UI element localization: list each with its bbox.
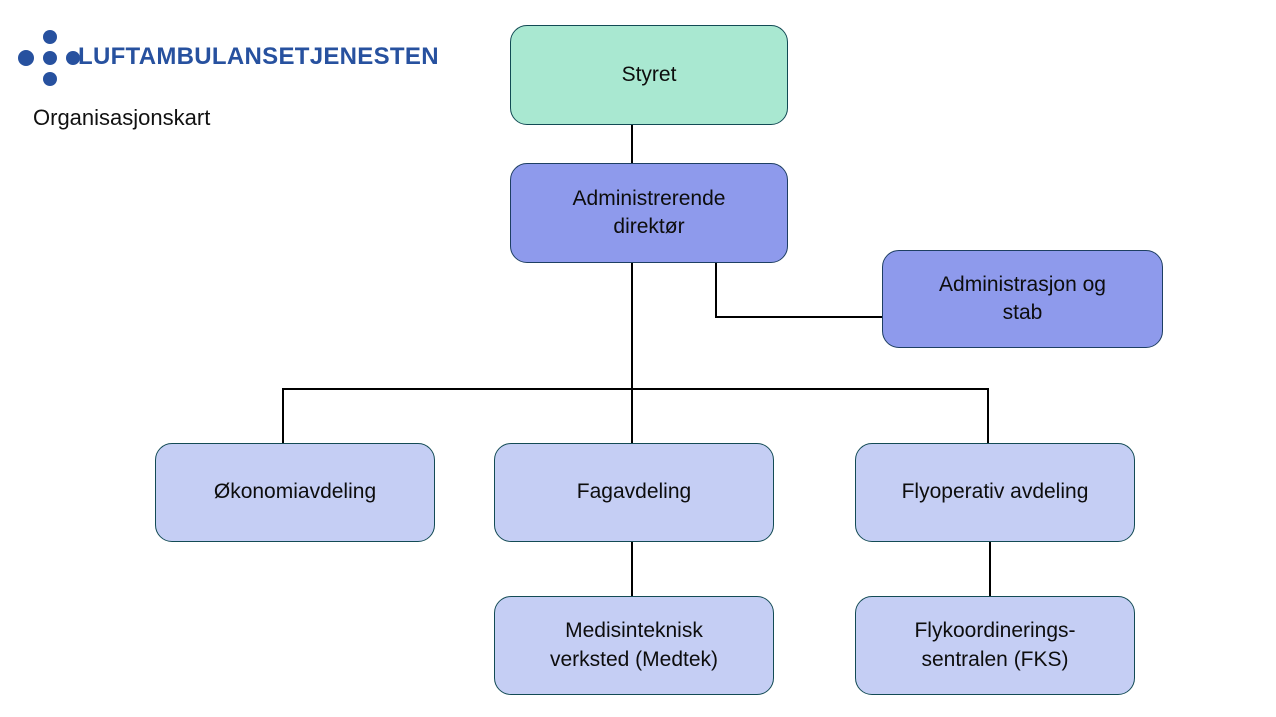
page-title: Organisasjonskart bbox=[33, 105, 211, 130]
connector-direktor-trunk bbox=[631, 263, 633, 389]
connector-distribution-line bbox=[282, 388, 989, 390]
org-node-label: Administrerende direktør bbox=[572, 186, 726, 238]
logo-dot bbox=[66, 51, 80, 65]
connector-styret-direktor bbox=[631, 125, 633, 163]
logo-dot bbox=[43, 51, 57, 65]
org-node-okonomiavdeling: Økonomiavdeling bbox=[155, 443, 435, 542]
logo-dot bbox=[18, 50, 34, 66]
connector-stab-horizontal bbox=[715, 316, 882, 318]
connector-drop-fagavdeling bbox=[631, 389, 633, 443]
dots-cross-logo-icon bbox=[10, 28, 80, 88]
org-node-label: Administrasjon og stab bbox=[939, 272, 1106, 324]
org-node-styret: Styret bbox=[510, 25, 788, 125]
org-node-flykoordineringssentralen: Flykoordinerings- sentralen (FKS) bbox=[855, 596, 1135, 695]
org-node-flyoperativ-avdeling: Flyoperativ avdeling bbox=[855, 443, 1135, 542]
org-node-fagavdeling: Fagavdeling bbox=[494, 443, 774, 542]
org-node-label: Flyoperativ avdeling bbox=[901, 480, 1089, 504]
connector-drop-okonomiavdeling bbox=[282, 389, 284, 443]
connector-stab-vertical bbox=[715, 263, 717, 318]
org-node-administrerende-direktor: Administrerende direktør bbox=[510, 163, 788, 263]
connector-fagavdeling-medtek bbox=[631, 542, 633, 596]
connector-flyoperativ-fks bbox=[989, 542, 991, 596]
luftambulansetjenesten-logo: LUFTAMBULANSETJENESTEN bbox=[10, 28, 450, 90]
connector-drop-flyoperativ bbox=[987, 389, 989, 443]
logo-dot bbox=[43, 72, 57, 86]
org-node-label: Fagavdeling bbox=[576, 480, 692, 504]
org-node-label: Flykoordinerings- sentralen (FKS) bbox=[914, 619, 1076, 671]
org-node-medisinteknisk-verksted: Medisinteknisk verksted (Medtek) bbox=[494, 596, 774, 695]
org-node-label: Økonomiavdeling bbox=[213, 480, 377, 504]
org-node-label: Medisinteknisk verksted (Medtek) bbox=[549, 619, 719, 671]
org-node-administrasjon-og-stab: Administrasjon og stab bbox=[882, 250, 1163, 348]
logo-dot bbox=[43, 30, 57, 44]
brand-wordmark: LUFTAMBULANSETJENESTEN bbox=[78, 43, 439, 70]
org-node-label: Styret bbox=[621, 62, 677, 86]
